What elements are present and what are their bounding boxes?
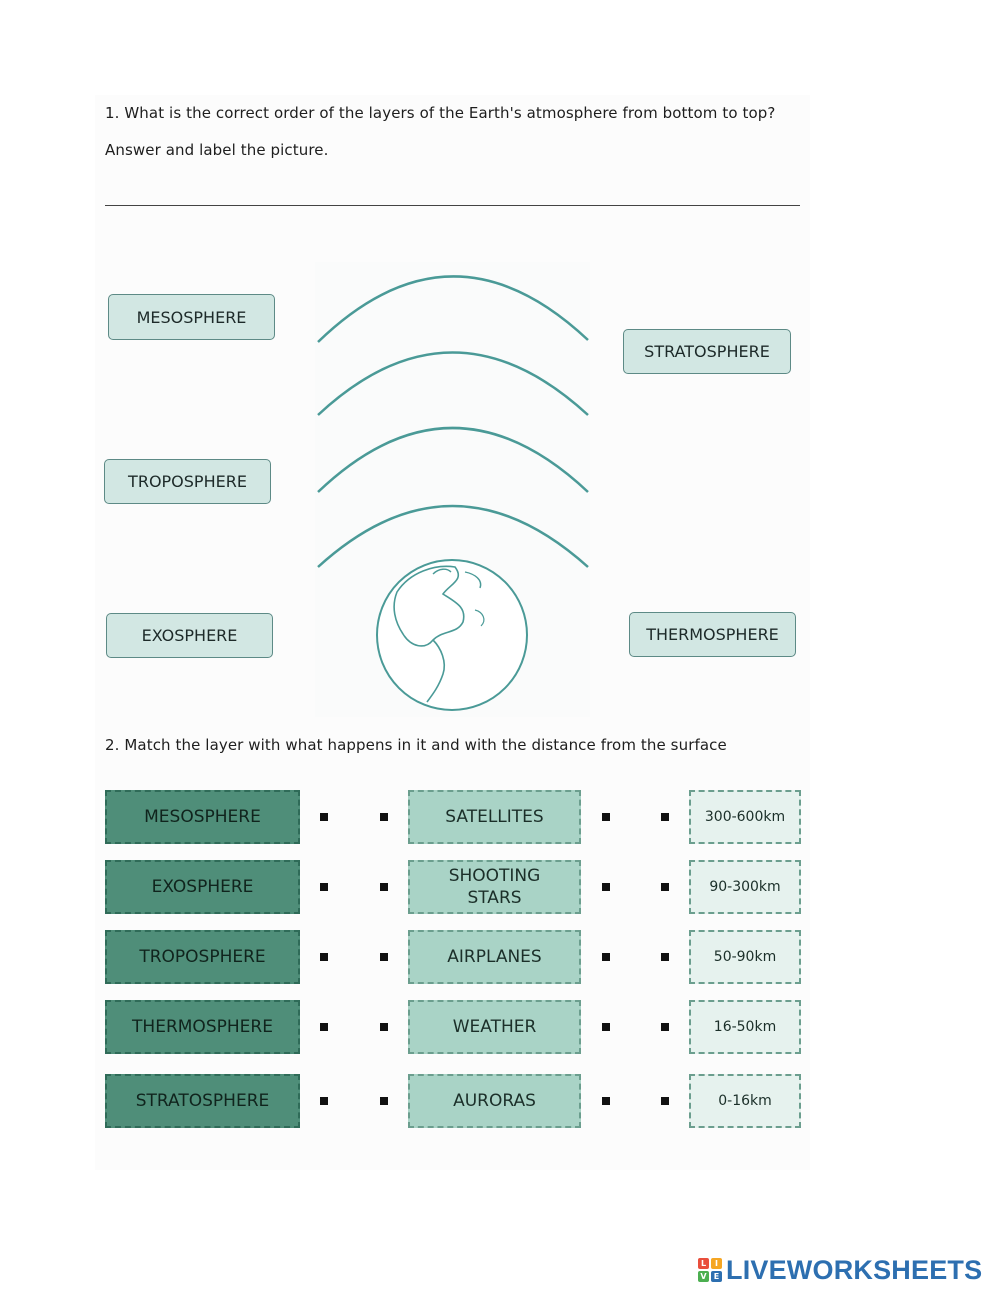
distance-box-300-600km: 300-600km (689, 790, 801, 844)
distance-box-0-16km: 0-16km (689, 1074, 801, 1128)
question-1-instruction: Answer and label the picture. (105, 141, 329, 159)
match-dot[interactable] (380, 1023, 388, 1031)
brand-name: LIVEWORKSHEETS (726, 1254, 983, 1285)
match-dot[interactable] (320, 1097, 328, 1105)
layer-arc-1 (317, 275, 589, 343)
distance-box-16-50km: 16-50km (689, 1000, 801, 1054)
match-dot[interactable] (602, 953, 610, 961)
layer-box-thermosphere: THERMOSPHERE (105, 1000, 300, 1054)
earth-globe-icon (376, 559, 528, 711)
label-mesosphere[interactable]: MESOSPHERE (108, 294, 275, 340)
event-box-weather: WEATHER (408, 1000, 581, 1054)
layer-arc-2 (317, 351, 589, 416)
logo-squares-icon: L I V E (698, 1258, 722, 1282)
match-dot[interactable] (602, 1097, 610, 1105)
event-box-satellites: SATELLITES (408, 790, 581, 844)
layer-box-troposphere: TROPOSPHERE (105, 930, 300, 984)
match-dot[interactable] (380, 953, 388, 961)
question-2-text: 2. Match the layer with what happens in … (105, 736, 727, 754)
match-dot[interactable] (661, 1097, 669, 1105)
distance-box-50-90km: 50-90km (689, 930, 801, 984)
layer-arc-4 (317, 504, 589, 568)
question-1-text: 1. What is the correct order of the laye… (105, 104, 776, 122)
match-dot[interactable] (602, 813, 610, 821)
layer-box-mesosphere: MESOSPHERE (105, 790, 300, 844)
answer-line[interactable] (105, 205, 800, 206)
layer-arc-3 (317, 426, 589, 493)
label-troposphere[interactable]: TROPOSPHERE (104, 459, 271, 504)
match-dot[interactable] (320, 813, 328, 821)
event-box-airplanes: AIRPLANES (408, 930, 581, 984)
logo-square-v: V (698, 1271, 709, 1282)
match-dot[interactable] (320, 1023, 328, 1031)
event-box-auroras: AURORAS (408, 1074, 581, 1128)
logo-square-l: L (698, 1258, 709, 1269)
match-dot[interactable] (661, 953, 669, 961)
distance-box-90-300km: 90-300km (689, 860, 801, 914)
atmosphere-diagram (315, 262, 590, 717)
logo-square-i: I (711, 1258, 722, 1269)
label-thermosphere[interactable]: THERMOSPHERE (629, 612, 796, 657)
match-dot[interactable] (380, 1097, 388, 1105)
match-dot[interactable] (380, 883, 388, 891)
label-exosphere[interactable]: EXOSPHERE (106, 613, 273, 658)
match-dot[interactable] (320, 953, 328, 961)
logo-square-e: E (711, 1271, 722, 1282)
match-dot[interactable] (602, 883, 610, 891)
layer-box-stratosphere: STRATOSPHERE (105, 1074, 300, 1128)
match-dot[interactable] (320, 883, 328, 891)
liveworksheets-logo: L I V E LIVEWORKSHEETS (698, 1255, 982, 1285)
event-box-shooting-stars: SHOOTING STARS (408, 860, 581, 914)
match-dot[interactable] (661, 1023, 669, 1031)
match-dot[interactable] (661, 883, 669, 891)
match-dot[interactable] (602, 1023, 610, 1031)
match-dot[interactable] (380, 813, 388, 821)
label-stratosphere[interactable]: STRATOSPHERE (623, 329, 791, 374)
layer-box-exosphere: EXOSPHERE (105, 860, 300, 914)
match-dot[interactable] (661, 813, 669, 821)
